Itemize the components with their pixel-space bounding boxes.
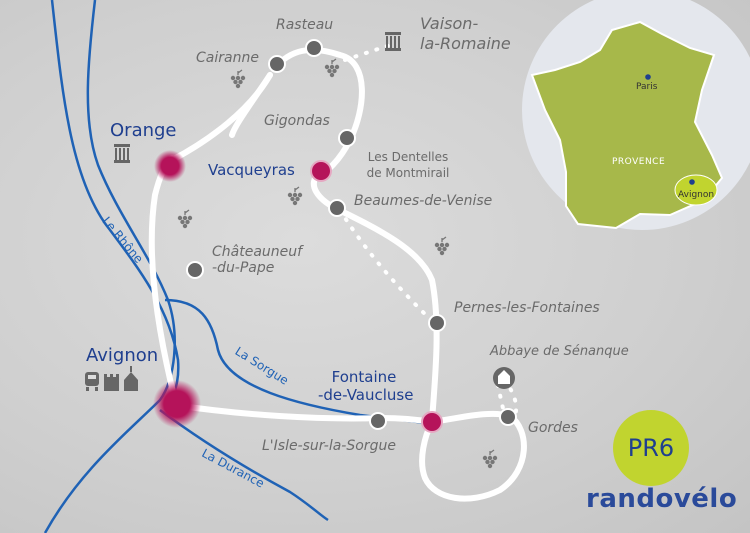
stop-avignon [153,380,201,428]
grape-icon [230,69,246,89]
inset-label-paris: Paris [636,82,658,92]
stop-gigondas [338,129,356,147]
stop-beaumes [328,199,346,217]
label-isle: L'Isle-sur-la-Sorgue [262,438,396,454]
route [148,46,527,502]
label-chateauneuf: Châteauneuf -du-Pape [212,244,303,276]
grape-icon [177,209,193,229]
label-cairanne: Cairanne [196,50,259,66]
stop-rasteau [305,39,323,57]
label-rasteau: Rasteau [276,17,334,33]
label-vaison: Vaison- la-Romaine [420,14,511,53]
stop-fontaine [421,411,443,433]
column-icon [114,144,130,163]
dotted-links [338,43,519,418]
france-shape [530,20,724,230]
minor-stops [186,39,517,430]
stop-cairanne [268,55,286,73]
label-gigondas: Gigondas [264,113,330,129]
stop-gordes [499,408,517,426]
stop-vacqueyras [310,160,332,182]
grape-icon [482,449,498,469]
label-beaumes: Beaumes-de-Venise [354,193,493,209]
label-avignon: Avignon [86,345,159,366]
river-sorgue [164,298,433,426]
route-badge: PR6 [613,410,689,486]
brand-logo: randovélo [586,484,738,514]
grape-icon [324,58,340,78]
stop-orange [154,150,186,182]
grape-icon [434,236,450,256]
river-durance [159,408,329,522]
label-pernes: Pernes-les-Fontaines [454,300,600,316]
column-icon [385,32,401,51]
grape-icon [287,186,303,206]
river-rhone [43,0,180,533]
train-icon [85,372,99,391]
stop-pernes [428,314,446,332]
route-badge-label: PR6 [627,434,675,462]
label-gordes: Gordes [528,420,578,436]
inset-france [522,0,750,230]
label-vacqueyras: Vacqueyras [208,161,295,179]
label-orange: Orange [110,120,177,141]
castle-icon [104,374,119,391]
stop-chateauneuf [186,261,204,279]
label-fontaine: Fontaine -de-Vaucluse [318,368,414,404]
stop-isle [369,412,387,430]
inset-label-avignon: Avignon [678,190,715,200]
inset-label-provence: PROVENCE [612,157,666,167]
abbey-icon [493,367,515,389]
label-senanque: Abbaye de Sénanque [490,344,629,359]
church-icon [124,366,138,391]
avignon-highlight [674,174,718,206]
label-dentelles: Les Dentelles de Montmirail [366,150,450,180]
